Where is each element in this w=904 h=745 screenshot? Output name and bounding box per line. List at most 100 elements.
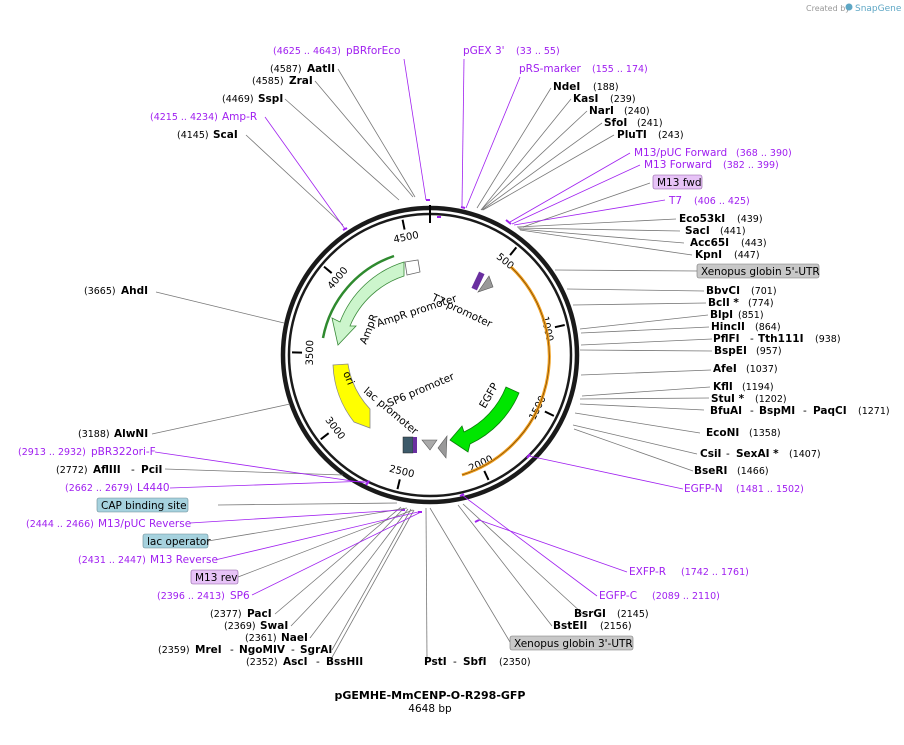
enzyme-paqci[interactable]: PaqCI <box>813 405 847 417</box>
enzyme-nari[interactable]: NarI <box>589 105 614 117</box>
enzyme-bsrgi-pos: (2145) <box>617 609 649 620</box>
enzyme-scai[interactable]: ScaI <box>213 129 238 141</box>
enzyme-mrei[interactable]: MreI <box>195 644 222 656</box>
ori-arrow[interactable] <box>332 363 371 429</box>
enzyme-bcli[interactable]: BclI * <box>708 297 739 309</box>
box-lac-operator[interactable] <box>142 533 209 549</box>
enzyme-blpi[interactable]: BlpI <box>710 309 733 321</box>
enzyme-tth111i[interactable]: Tth111I <box>758 333 803 345</box>
enzyme-kasi-pos: (239) <box>610 94 636 105</box>
enzyme-swai[interactable]: SwaI <box>260 620 288 632</box>
primer-m13-puc-forward[interactable]: M13/pUC Forward <box>634 147 727 159</box>
enzyme-bspei[interactable]: BspEI <box>714 345 747 357</box>
primer-pgex3[interactable]: pGEX 3' <box>463 45 505 57</box>
primer-pbr322ori-f-pos: (2913 .. 2932) <box>18 447 86 458</box>
brand-name[interactable]: SnapGene <box>855 4 902 14</box>
primer-sp6[interactable]: SP6 <box>230 590 250 602</box>
enzyme-eco53ki[interactable]: Eco53kI <box>679 213 725 225</box>
enzyme-bsshii[interactable]: BssHII <box>326 656 363 668</box>
enzyme-bseri-pos: (1466) <box>737 466 769 477</box>
ampr-promoter-arrow[interactable] <box>404 259 421 276</box>
sp6-promoter-arrow[interactable] <box>437 435 448 459</box>
enzyme-econi-pos: (1358) <box>749 428 781 439</box>
enzyme-csii-sep: - <box>726 448 730 460</box>
enzyme-ahdi-pos: (3665) <box>84 286 116 297</box>
ampr-arrow[interactable] <box>331 261 405 346</box>
egfp-arrow[interactable] <box>449 386 520 453</box>
enzyme-kfli[interactable]: KflI <box>713 381 733 393</box>
primer-t7[interactable]: T7 <box>668 195 682 207</box>
enzyme-sbfi[interactable]: SbfI <box>463 656 487 668</box>
box-m13-fwd[interactable] <box>652 174 703 190</box>
primer-egfp-n[interactable]: EGFP-N <box>684 483 723 495</box>
enzyme-kpni[interactable]: KpnI <box>695 249 722 261</box>
enzyme-ngomiv[interactable]: NgoMIV <box>239 644 286 656</box>
m13-fwd-site <box>471 271 485 291</box>
enzyme-kasi[interactable]: KasI <box>573 93 598 105</box>
primer-l4440[interactable]: L4440 <box>137 482 170 494</box>
enzyme-econi[interactable]: EcoNI <box>706 427 739 439</box>
enzyme-aatii[interactable]: AatII <box>307 63 335 75</box>
box-m13-fwd-label: M13 fwd <box>657 177 702 189</box>
enzyme-ahdi[interactable]: AhdI <box>121 285 148 297</box>
primer-m13-reverse[interactable]: M13 Reverse <box>150 554 218 566</box>
enzyme-eco53ki-pos: (439) <box>737 214 763 225</box>
enzyme-bfuai-sep1: - <box>750 405 754 417</box>
enzyme-csii[interactable]: CsiI <box>700 448 721 460</box>
box-cap-binding-site-label: CAP binding site <box>101 500 187 512</box>
enzyme-afei[interactable]: AfeI <box>713 363 737 375</box>
enzyme-pcii-sep: - <box>131 464 135 476</box>
m13-rev-site <box>413 437 417 453</box>
tick-mark-2000 <box>483 470 490 481</box>
enzyme-bsrgi[interactable]: BsrGI <box>574 608 606 620</box>
tick-mark-500 <box>509 246 518 256</box>
enzyme-sgrai[interactable]: SgrAI <box>300 644 332 656</box>
box-m13-rev[interactable] <box>190 569 239 585</box>
enzyme-bbvci[interactable]: BbvCI <box>706 285 740 297</box>
enzyme-sexai[interactable]: SexAI * <box>736 448 779 460</box>
enzyme-stui[interactable]: StuI * <box>711 393 745 405</box>
enzyme-afei-pos: (1037) <box>746 364 778 375</box>
t7-promoter-arrow[interactable] <box>477 275 494 293</box>
enzyme-asci[interactable]: AscI <box>283 656 308 668</box>
primer-exfp-r[interactable]: EXFP-R <box>629 566 666 578</box>
primer-m13-puc-reverse[interactable]: M13/pUC Reverse <box>98 518 191 530</box>
enzyme-alwni[interactable]: AlwNI <box>114 428 148 440</box>
enzyme-sfoi[interactable]: SfoI <box>604 117 627 129</box>
enzyme-bspmi[interactable]: BspMI <box>759 405 795 417</box>
primer-amp-r[interactable]: Amp-R <box>222 111 257 123</box>
enzyme-naei[interactable]: NaeI <box>281 632 308 644</box>
lac-promoter-arrow[interactable] <box>421 439 438 451</box>
primer-m13-forward[interactable]: M13 Forward <box>644 159 712 171</box>
enzyme-bseri[interactable]: BseRI <box>694 465 727 477</box>
primer-prs-marker[interactable]: pRS-marker <box>519 63 582 75</box>
primer-prs-marker-pos: (155 .. 174) <box>592 64 648 75</box>
enzyme-mrei-sep1: - <box>230 644 234 656</box>
enzyme-pflfi[interactable]: PflFI <box>713 333 740 345</box>
enzyme-zrai[interactable]: ZraI <box>289 75 313 87</box>
enzyme-hincii[interactable]: HincII <box>711 321 745 333</box>
label-ori: ori <box>340 370 356 387</box>
enzyme-bsteii[interactable]: BstEII <box>553 620 587 632</box>
enzyme-ndei[interactable]: NdeI <box>553 81 580 93</box>
enzyme-alwni-pos: (3188) <box>78 429 110 440</box>
enzyme-stui-pos: (1202) <box>755 394 787 405</box>
enzyme-saci[interactable]: SacI <box>685 225 710 237</box>
enzyme-paci[interactable]: PacI <box>247 608 272 620</box>
primer-egfp-c[interactable]: EGFP-C <box>599 590 637 602</box>
box-xenopus-5utr[interactable] <box>696 263 820 279</box>
box-xenopus-3utr[interactable] <box>509 635 634 651</box>
box-cap-binding-site[interactable] <box>96 497 189 513</box>
enzyme-sspi[interactable]: SspI <box>258 93 283 105</box>
tick-mark-4500 <box>401 219 406 230</box>
enzyme-asci-sep: - <box>316 656 320 668</box>
primer-pbr322ori-f[interactable]: pBR322ori-F <box>91 446 156 458</box>
enzyme-acc65i[interactable]: Acc65I <box>690 237 729 249</box>
primer-pbrforeco[interactable]: pBRforEco <box>346 45 400 57</box>
enzyme-bfuai[interactable]: BfuAI <box>710 405 742 417</box>
enzyme-pluti[interactable]: PluTI <box>617 129 647 141</box>
enzyme-afliii[interactable]: AflIII <box>93 464 121 476</box>
enzyme-pcii[interactable]: PciI <box>141 464 162 476</box>
enzyme-psti[interactable]: PstI <box>424 656 447 668</box>
